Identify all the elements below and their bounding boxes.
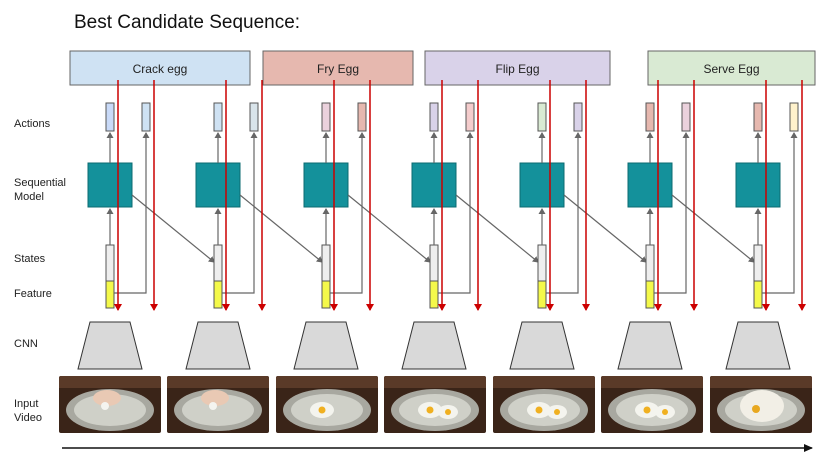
state-box xyxy=(105,244,115,282)
state-box xyxy=(753,244,763,282)
action-box xyxy=(537,102,547,132)
phase-label: Serve Egg xyxy=(703,62,759,76)
input-video-frame xyxy=(710,376,812,433)
sequential-model-box xyxy=(303,162,349,208)
feature-to-action-arrow xyxy=(114,132,150,294)
sequential-model-box xyxy=(735,162,781,208)
action-box xyxy=(789,102,799,132)
recurrent-arrow xyxy=(131,194,215,263)
action-box xyxy=(357,102,367,132)
state-box xyxy=(645,244,655,282)
action-box xyxy=(465,102,475,132)
feature-box xyxy=(213,280,223,309)
timestep xyxy=(293,102,431,370)
row-label-input-video-line2: Video xyxy=(14,412,42,424)
input-video-frame xyxy=(384,376,486,433)
feature-box xyxy=(537,280,547,309)
action-box xyxy=(573,102,583,132)
action-box xyxy=(105,102,115,132)
sequential-model-box xyxy=(411,162,457,208)
row-label-cnn: CNN xyxy=(14,338,38,350)
row-label-feature: Feature xyxy=(14,288,52,300)
recurrent-arrow xyxy=(563,194,647,263)
feature-box xyxy=(105,280,115,309)
sequential-model-box xyxy=(627,162,673,208)
cnn-block xyxy=(509,321,575,370)
row-label-actions: Actions xyxy=(14,118,51,130)
action-box xyxy=(249,102,259,132)
cnn-block xyxy=(617,321,683,370)
cnn-block xyxy=(293,321,359,370)
input-video-frame xyxy=(167,376,269,433)
state-box xyxy=(537,244,547,282)
feature-to-action-arrow xyxy=(762,132,798,294)
input-video-frame xyxy=(493,376,595,433)
action-box xyxy=(141,102,151,132)
cnn-block xyxy=(77,321,143,370)
diagram-title: Best Candidate Sequence: xyxy=(74,12,301,33)
sequential-model-box xyxy=(195,162,241,208)
row-label-sequential-model-line1: Sequential xyxy=(14,177,66,189)
cnn-block xyxy=(401,321,467,370)
feature-box xyxy=(321,280,331,309)
state-box xyxy=(321,244,331,282)
action-box xyxy=(753,102,763,132)
action-box xyxy=(321,102,331,132)
sequential-model-box xyxy=(519,162,565,208)
input-video-frame xyxy=(276,376,378,433)
phase-box xyxy=(69,50,251,86)
feature-box xyxy=(753,280,763,309)
action-box xyxy=(681,102,691,132)
cnn-block xyxy=(725,321,791,370)
action-box xyxy=(213,102,223,132)
feature-to-action-arrow xyxy=(222,132,258,294)
timestep xyxy=(509,102,647,370)
feature-to-action-arrow xyxy=(438,132,474,294)
recurrent-arrow xyxy=(455,194,539,263)
phase-label: Flip Egg xyxy=(495,62,539,76)
row-label-sequential-model-line2: Model xyxy=(14,191,44,203)
phase-box xyxy=(424,50,611,86)
timestep xyxy=(185,102,323,370)
phase-label: Crack egg xyxy=(133,62,188,76)
state-box xyxy=(213,244,223,282)
timestep xyxy=(77,102,215,370)
input-video-frame xyxy=(601,376,703,433)
row-label-states: States xyxy=(14,253,46,265)
feature-box xyxy=(645,280,655,309)
recurrent-arrow xyxy=(347,194,431,263)
feature-box xyxy=(429,280,439,309)
row-label-input-video-line1: Input xyxy=(14,398,39,410)
feature-to-action-arrow xyxy=(330,132,366,294)
recurrent-arrow xyxy=(239,194,323,263)
timestep xyxy=(401,102,539,370)
state-box xyxy=(429,244,439,282)
timestep xyxy=(725,102,799,370)
phase-label: Fry Egg xyxy=(317,62,359,76)
phase-box xyxy=(647,50,816,86)
feature-to-action-arrow xyxy=(654,132,690,294)
action-box xyxy=(645,102,655,132)
sequential-model-box xyxy=(87,162,133,208)
feature-to-action-arrow xyxy=(546,132,582,294)
recurrent-arrow xyxy=(671,194,755,263)
cnn-block xyxy=(185,321,251,370)
action-box xyxy=(429,102,439,132)
timestep xyxy=(617,102,755,370)
phase-box xyxy=(262,50,414,86)
input-video-frame xyxy=(59,376,161,433)
